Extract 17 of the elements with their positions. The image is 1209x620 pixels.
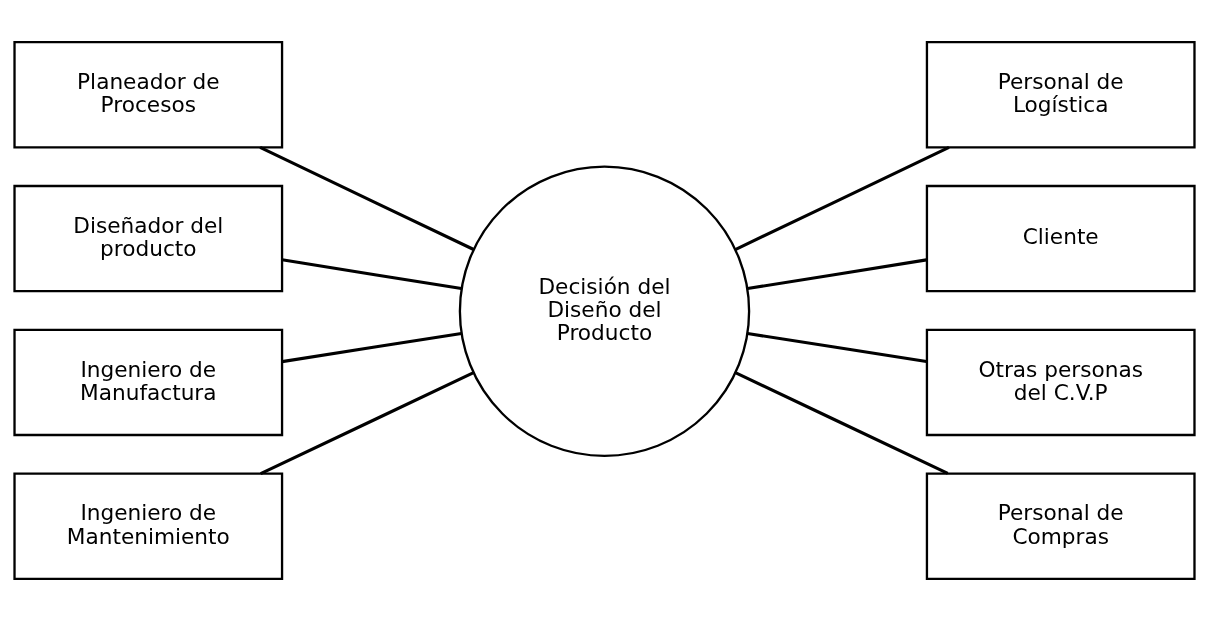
node-box: Planeador de Procesos bbox=[13, 40, 284, 148]
connector bbox=[260, 370, 475, 475]
node-box: Personal de Compras bbox=[925, 472, 1196, 580]
node-box: Personal de Logística bbox=[925, 40, 1196, 148]
connector bbox=[281, 331, 462, 363]
node-box: Diseñador del producto bbox=[13, 184, 284, 292]
node-box: Otras personas del C.V.P bbox=[925, 328, 1196, 436]
connector bbox=[735, 370, 949, 475]
node-box: Cliente bbox=[925, 184, 1196, 292]
connector bbox=[747, 257, 927, 290]
node-circle: Decisión del Diseño del Producto bbox=[458, 165, 751, 457]
connector bbox=[259, 145, 475, 251]
connector bbox=[734, 145, 950, 251]
connector bbox=[747, 331, 927, 363]
connector bbox=[281, 257, 462, 290]
node-box: Ingeniero de Mantenimiento bbox=[13, 472, 284, 580]
node-box: Ingeniero de Manufactura bbox=[13, 328, 284, 436]
